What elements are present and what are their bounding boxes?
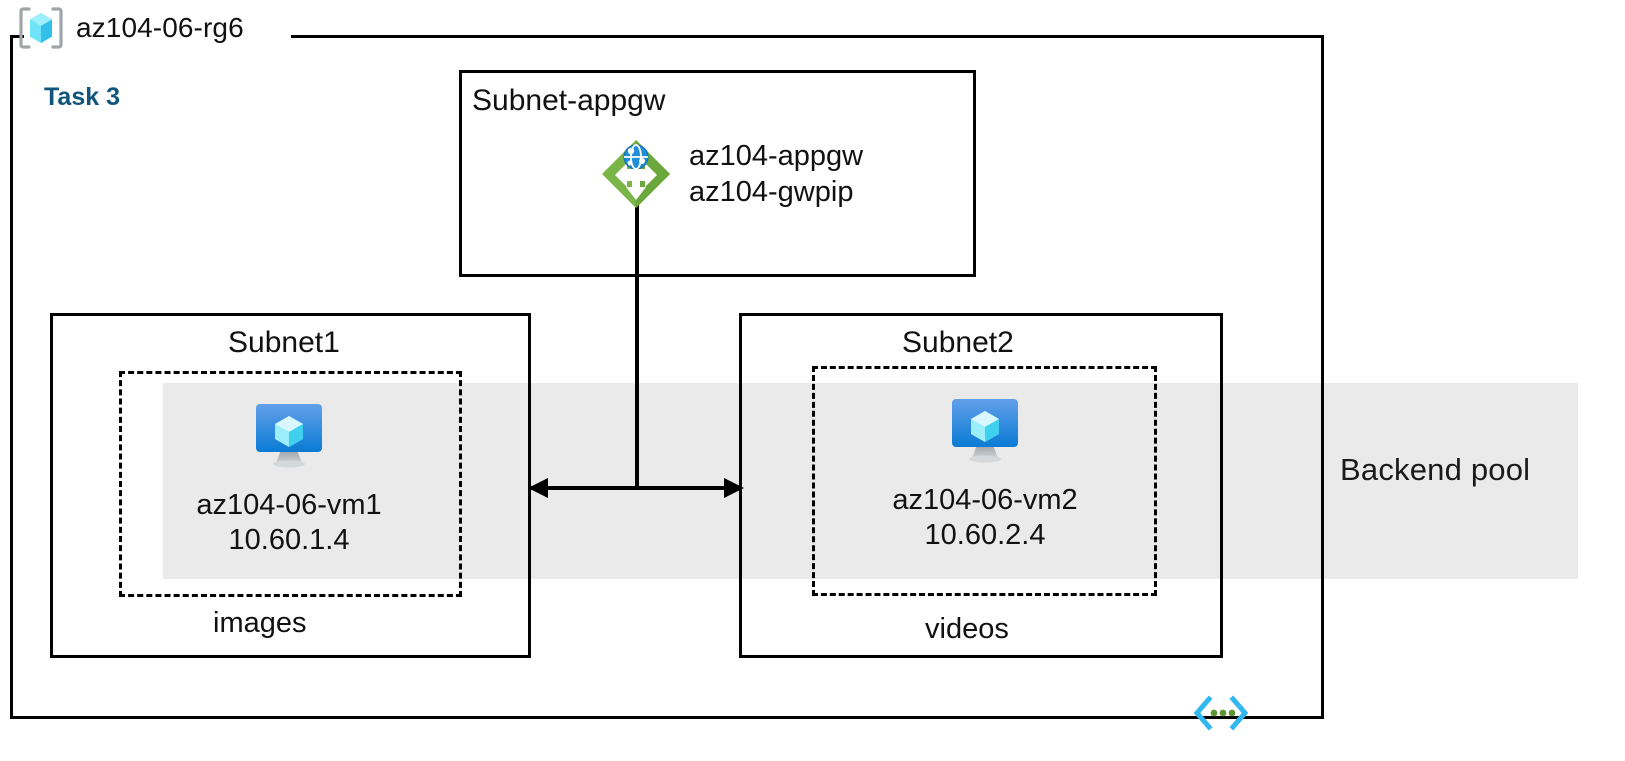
subnet1-subnet2-connector [531, 486, 740, 490]
application-gateway-icon [597, 135, 675, 213]
arrow-head-right-icon [722, 476, 744, 505]
subnet1-dashed-group [119, 371, 462, 597]
subnet1-vm-labels: az104-06-vm1 10.60.1.4 [159, 488, 419, 559]
resource-group-header: az104-06-rg6 [18, 5, 244, 51]
appgw-resource-name: az104-appgw [689, 139, 864, 172]
resource-group-cube-icon [18, 5, 64, 51]
subnet1-vm-ip: 10.60.1.4 [228, 524, 350, 557]
subnet-appgw-box [459, 70, 976, 277]
subnet1-vm-name: az104-06-vm1 [196, 489, 382, 521]
application-gateway-labels: az104-appgw az104-gwpip [689, 138, 863, 211]
subnet2-vm-name: az104-06-vm2 [892, 484, 1078, 516]
subnet1-title: Subnet1 [228, 326, 340, 359]
subnet2-footer-label: videos [925, 613, 1009, 645]
subnet2-title: Subnet2 [902, 326, 1014, 359]
backend-pool-band [163, 383, 1578, 579]
application-gateway-node: az104-appgw az104-gwpip [597, 135, 863, 213]
subnet1-footer-label: images [213, 607, 307, 639]
arrow-head-left-icon [528, 476, 550, 505]
code-brackets-icon [1192, 693, 1250, 733]
rg-border-bottom [10, 716, 1324, 719]
subnet1-box [50, 313, 531, 658]
appgw-to-backend-connector [635, 205, 639, 490]
backend-pool-label: Backend pool [1340, 452, 1531, 487]
subnet-appgw-title: Subnet-appgw [472, 84, 666, 117]
task-label: Task 3 [44, 83, 120, 111]
subnet1-vm-block: az104-06-vm1 10.60.1.4 [159, 400, 419, 559]
rg-border-top [291, 35, 1324, 38]
rg-border-left [10, 35, 13, 719]
subnet2-dashed-group [812, 366, 1157, 596]
resource-group-name: az104-06-rg6 [76, 12, 244, 43]
subnet2-box [739, 313, 1223, 658]
rg-border-right [1321, 35, 1324, 719]
subnet2-vm-labels: az104-06-vm2 10.60.2.4 [855, 483, 1115, 554]
subnet2-vm-block: az104-06-vm2 10.60.2.4 [855, 395, 1115, 554]
subnet2-vm-ip: 10.60.2.4 [924, 519, 1046, 552]
virtual-machine-icon [159, 400, 419, 472]
virtual-machine-icon [855, 395, 1115, 467]
appgw-public-ip-name: az104-gwpip [689, 176, 854, 208]
